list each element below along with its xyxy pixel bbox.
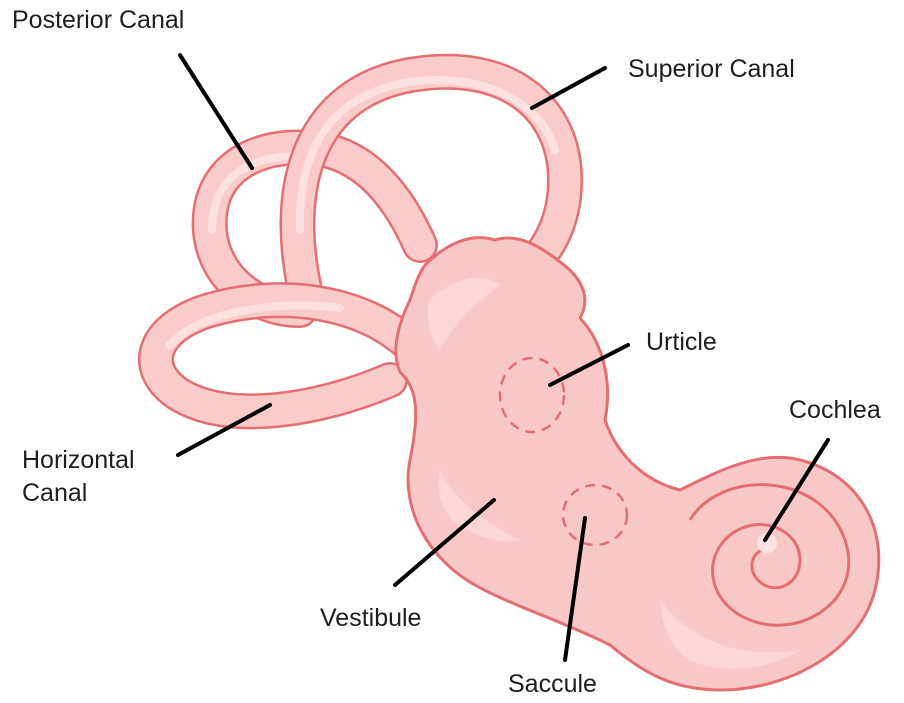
horizontal-canal-shape [156,300,410,411]
cochlea-label: Cochlea [789,396,881,424]
vestibule-label: Vestibule [320,604,421,632]
superior-canal-label: Superior Canal [628,55,795,83]
posterior-canal-leader [180,55,252,168]
vestibule-body [396,238,879,690]
horizontal-canal-label-line2: Canal [22,479,87,507]
saccule-label: Saccule [508,670,597,698]
posterior-canal-label: Posterior Canal [12,6,184,34]
urticle-label: Urticle [646,328,717,356]
horizontal-canal-label-line1: Horizontal [22,446,135,474]
